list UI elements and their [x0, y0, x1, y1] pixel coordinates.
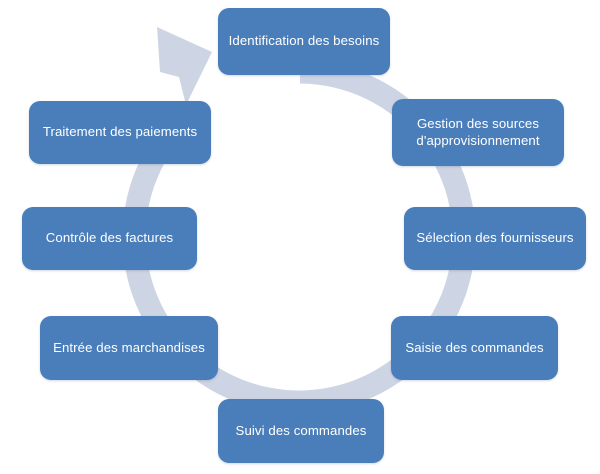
- step-label: Suivi des commandes: [235, 422, 367, 438]
- step-box-controle-des-factures[interactable]: Contrôle des factures: [22, 207, 197, 270]
- step-label: Saisie des commandes: [405, 339, 544, 355]
- step-box-entree-des-marchandises[interactable]: Entrée des marchandises: [40, 316, 218, 380]
- step-label: Entrée des marchandises: [53, 339, 205, 355]
- step-box-traitement-des-paiements[interactable]: Traitement des paiements: [29, 101, 211, 164]
- step-label: Sélection des fournisseurs: [416, 230, 574, 246]
- step-label: Traitement des paiements: [42, 124, 198, 140]
- step-label: Gestion des sources d'approvisionnement: [416, 115, 540, 148]
- step-box-gestion-des-sources-dapprovisionnement[interactable]: Gestion des sources d'approvisionnement: [392, 99, 564, 166]
- step-box-suivi-des-commandes[interactable]: Suivi des commandes: [218, 399, 384, 463]
- step-box-saisie-des-commandes[interactable]: Saisie des commandes: [391, 316, 558, 380]
- cycle-arrowhead-icon: [157, 27, 212, 105]
- step-box-selection-des-fournisseurs[interactable]: Sélection des fournisseurs: [404, 207, 586, 270]
- step-label: Contrôle des factures: [45, 230, 174, 246]
- cycle-ring-band: [122, 27, 476, 414]
- step-label: Identification des besoins: [228, 33, 380, 49]
- step-box-identification-des-besoins[interactable]: Identification des besoins: [218, 8, 390, 75]
